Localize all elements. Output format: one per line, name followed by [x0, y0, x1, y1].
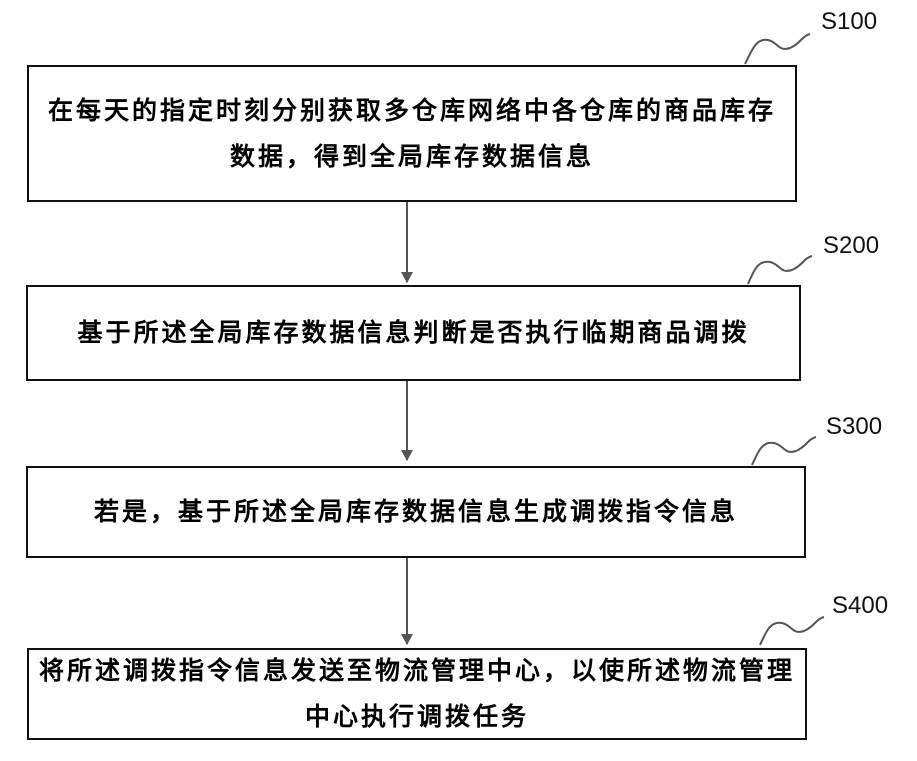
step-box-s400: 将所述调拨指令信息发送至物流管理中心，以使所述物流管理中心执行调拨任务	[27, 648, 807, 740]
step-box-s100: 在每天的指定时刻分别获取多仓库网络中各仓库的商品库存数据，得到全局库存数据信息	[27, 65, 797, 202]
step-text-s200: 基于所述全局库存数据信息判断是否执行临期商品调拨	[77, 310, 749, 356]
step-text-s400: 将所述调拨指令信息发送至物流管理中心，以使所述物流管理中心执行调拨任务	[35, 648, 799, 740]
step-text-s300: 若是，基于所述全局库存数据信息生成调拨指令信息	[94, 489, 738, 535]
step-text-s100: 在每天的指定时刻分别获取多仓库网络中各仓库的商品库存数据，得到全局库存数据信息	[35, 88, 789, 180]
step-label-s300: S300	[826, 413, 882, 441]
step-label-s200: S200	[823, 232, 879, 260]
leader-line-s400	[760, 617, 824, 645]
step-box-s200: 基于所述全局库存数据信息判断是否执行临期商品调拨	[26, 285, 801, 381]
step-box-s300: 若是，基于所述全局库存数据信息生成调拨指令信息	[26, 466, 806, 558]
leader-line-s100	[745, 34, 810, 64]
step-label-s400: S400	[832, 592, 888, 620]
leader-line-s300	[752, 437, 816, 465]
leader-line-s200	[748, 256, 812, 284]
step-label-s100: S100	[821, 8, 877, 36]
